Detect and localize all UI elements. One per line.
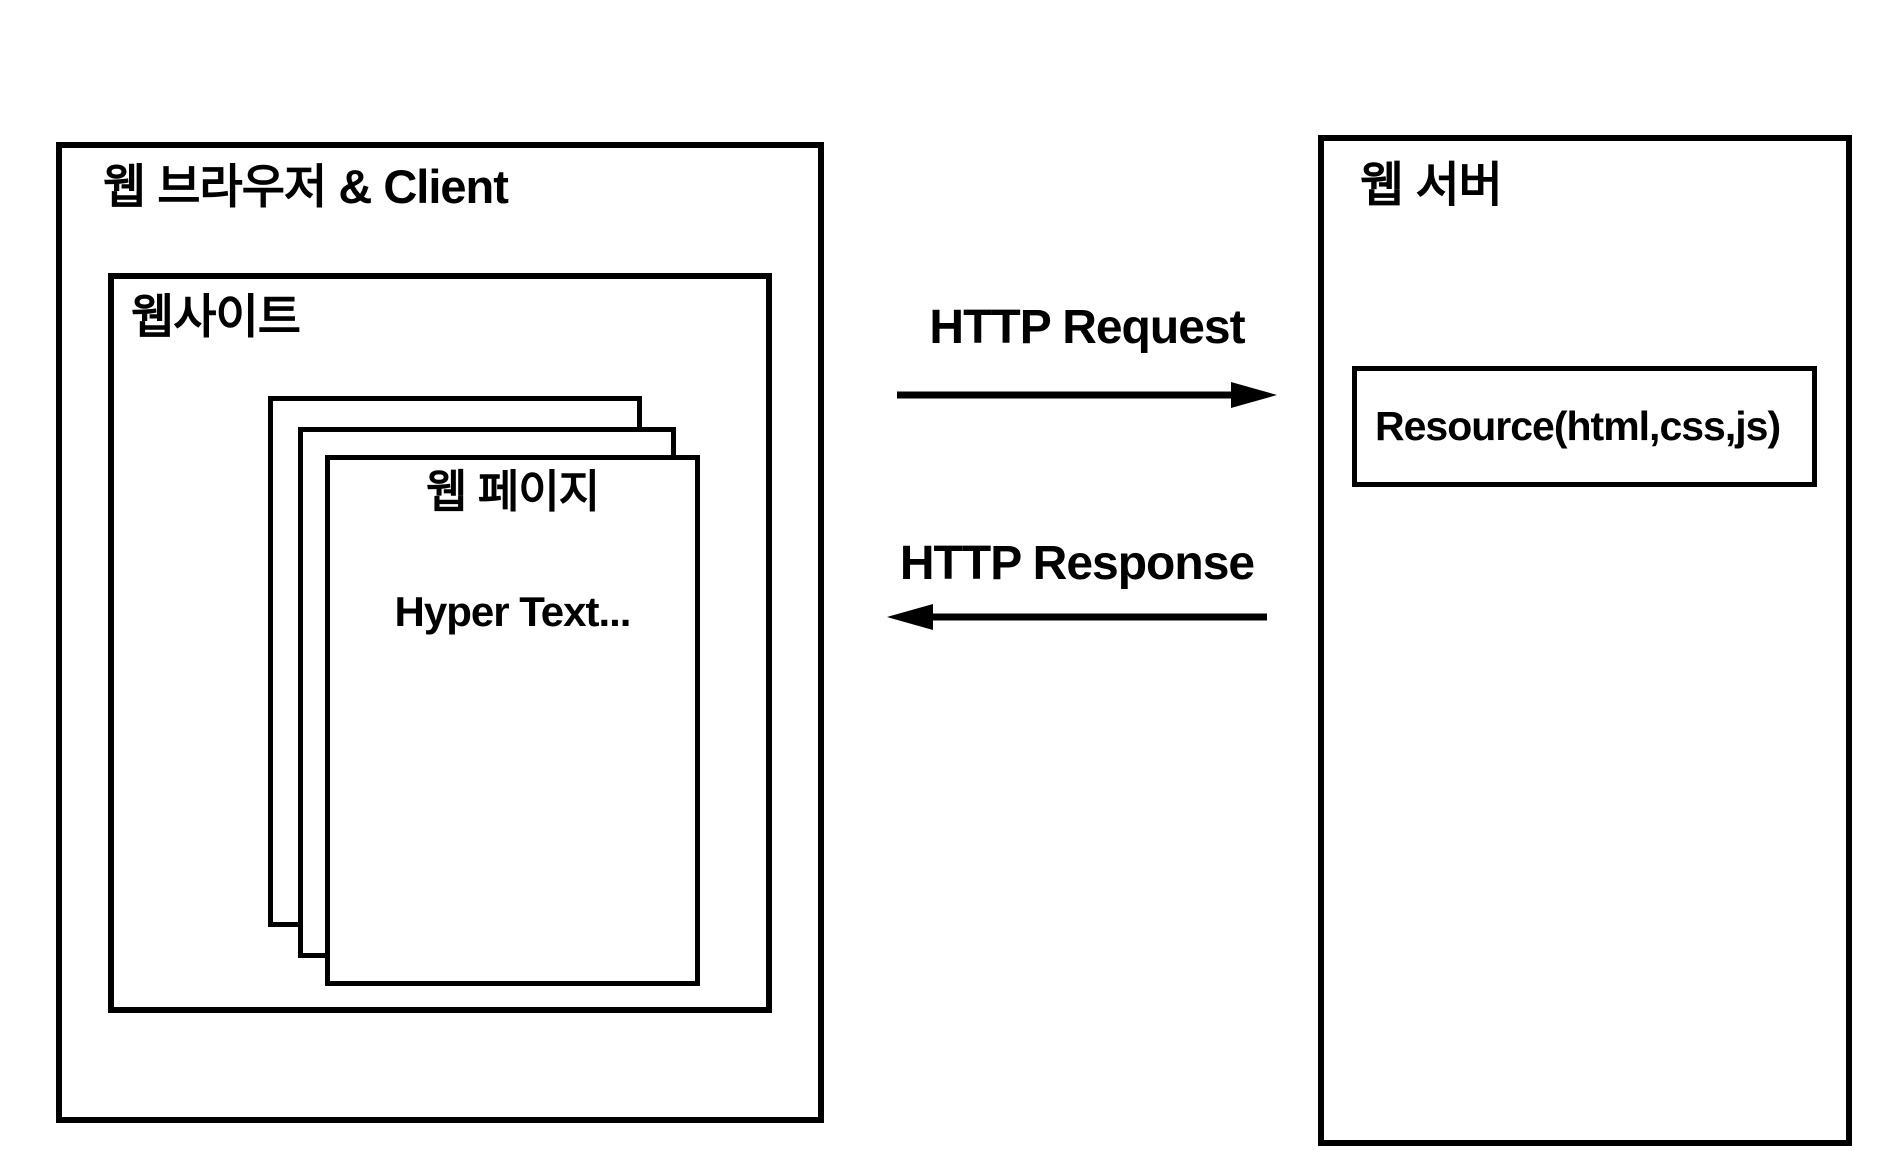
http-request-label: HTTP Request bbox=[929, 301, 1245, 354]
webpage-title: 웹 페이지 bbox=[425, 466, 600, 517]
http-request-arrow bbox=[897, 382, 1277, 408]
http-response-arrow bbox=[887, 604, 1267, 630]
webpage-sheet-front bbox=[325, 455, 700, 986]
client-box-title: 웹 브라우저 & Client bbox=[103, 160, 509, 213]
http-response-label: HTTP Response bbox=[899, 537, 1255, 590]
server-box-title: 웹 서버 bbox=[1360, 159, 1503, 212]
website-box-title: 웹사이트 bbox=[131, 290, 301, 343]
webpage-content-text: Hyper Text... bbox=[394, 588, 632, 635]
server-box bbox=[1318, 135, 1852, 1146]
resource-box-label: Resource(html,css,js) bbox=[1375, 402, 1781, 449]
resource-box: Resource(html,css,js) bbox=[1352, 366, 1817, 487]
